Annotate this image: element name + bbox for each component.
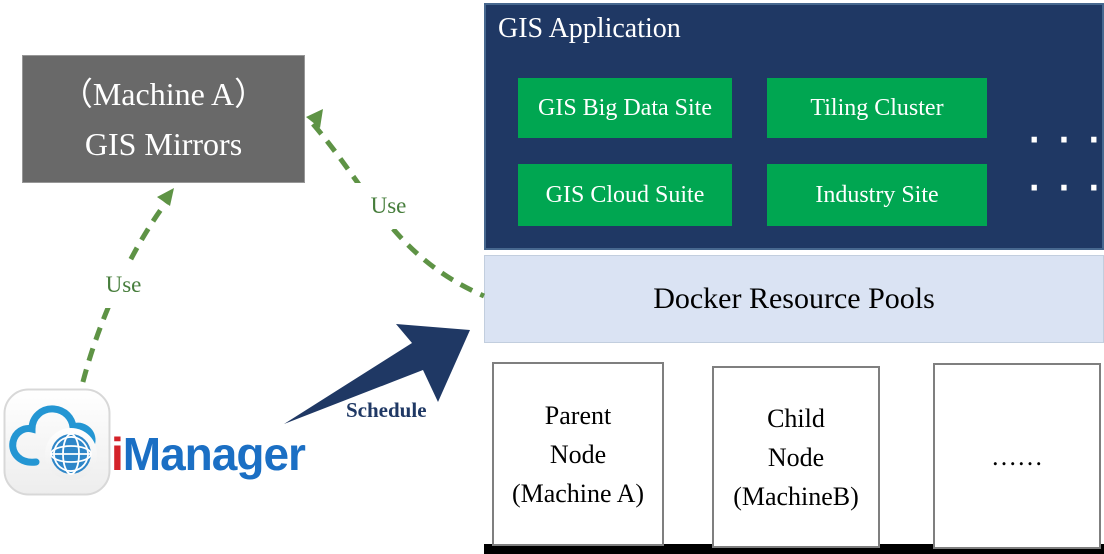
child-node-line3: (MachineB) [733,481,859,511]
more-nodes-ellipsis: …… [991,441,1043,471]
parent-node-line1: Parent [544,400,612,430]
use-label-right-text: Use [370,193,407,218]
imanager-wordmark: iManager [111,428,306,480]
imanager-wordmark-manager: Manager [122,428,306,480]
service-box-industry-site: Industry Site [767,164,987,226]
imanager-wordmark-i: i [111,428,124,480]
docker-resource-pools-bar: Docker Resource Pools [484,255,1104,343]
gis-application-title: GIS Application [498,13,681,44]
gis-mirrors-line1: （Machine A） [60,76,267,112]
imanager-cloud-globe-icon [3,388,111,496]
more-services-ellipsis-top: · · · [1028,123,1104,158]
use-arrow-right-head [306,109,323,128]
parent-node-line2: Node [549,439,607,469]
use-label-left-text: Use [105,271,142,297]
more-services-ellipsis-bottom: · · · [1028,171,1104,206]
more-nodes-box: …… [933,363,1101,549]
child-node-line1: Child [767,403,825,433]
use-arrow-left-head [157,188,174,206]
schedule-label: Schedule [346,398,427,422]
service-box-gis-cloud-suite: GIS Cloud Suite [518,164,732,226]
gis-mirrors-line2: GIS Mirrors [84,126,243,162]
parent-node-box: Parent Node (Machine A) [492,362,664,546]
child-node-box: Child Node (MachineB) [712,366,880,548]
service-box-gis-big-data-site: GIS Big Data Site [518,78,732,138]
docker-resource-pools-label: Docker Resource Pools [653,282,935,315]
gis-application-panel: GIS Application GIS Big Data Site Tiling… [484,3,1104,250]
child-node-line2: Node [767,442,825,472]
parent-node-line3: (Machine A) [511,478,645,508]
use-label-left: Use [69,261,178,308]
bottom-black-bar [484,544,1104,554]
use-label-right: Use [334,183,443,229]
service-box-tiling-cluster: Tiling Cluster [767,78,987,138]
gis-mirrors-box: （Machine A） GIS Mirrors [22,55,305,183]
